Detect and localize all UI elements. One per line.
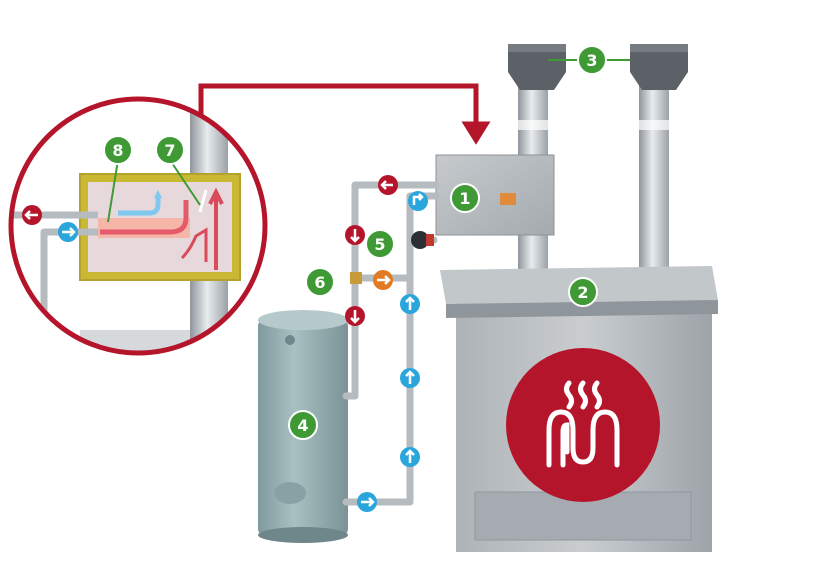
arrow-right-icon — [357, 492, 377, 512]
svg-text:7: 7 — [164, 141, 175, 160]
arrow-left-icon — [22, 205, 42, 225]
flow-arrows — [345, 175, 428, 512]
callout-arrow-icon — [198, 83, 491, 145]
label-3: 3 — [577, 45, 607, 75]
svg-text:6: 6 — [314, 273, 325, 292]
pump — [411, 231, 434, 249]
exhaust-caps — [508, 44, 688, 90]
arrow-right-icon — [58, 222, 78, 242]
arrow-right-icon — [373, 270, 393, 290]
arrow-up-icon — [400, 447, 420, 467]
zoom-inset — [8, 96, 268, 356]
leader-lines — [107, 159, 201, 223]
label-6: 6 — [305, 267, 335, 297]
label-7: 7 — [155, 135, 185, 165]
heating-coil-icon — [546, 380, 620, 468]
svg-text:1: 1 — [459, 189, 470, 208]
svg-text:5: 5 — [374, 235, 385, 254]
arrow-right-icon — [408, 191, 428, 211]
arrow-up-icon — [400, 294, 420, 314]
mixing-valve — [350, 272, 362, 284]
label-8: 8 — [103, 135, 133, 165]
svg-text:8: 8 — [112, 141, 123, 160]
label-4: 4 — [288, 410, 318, 440]
heating-badge — [506, 348, 660, 502]
label-1: 1 — [450, 183, 480, 213]
svg-text:4: 4 — [297, 416, 308, 435]
arrow-down-icon — [345, 306, 365, 326]
arrow-down-icon — [345, 225, 365, 245]
arrow-up-icon — [400, 368, 420, 388]
label-2: 2 — [568, 277, 598, 307]
arrow-left-icon — [378, 175, 398, 195]
boiler — [440, 266, 718, 552]
label-5: 5 — [365, 229, 395, 259]
svg-text:2: 2 — [577, 283, 588, 302]
svg-text:3: 3 — [586, 51, 597, 70]
